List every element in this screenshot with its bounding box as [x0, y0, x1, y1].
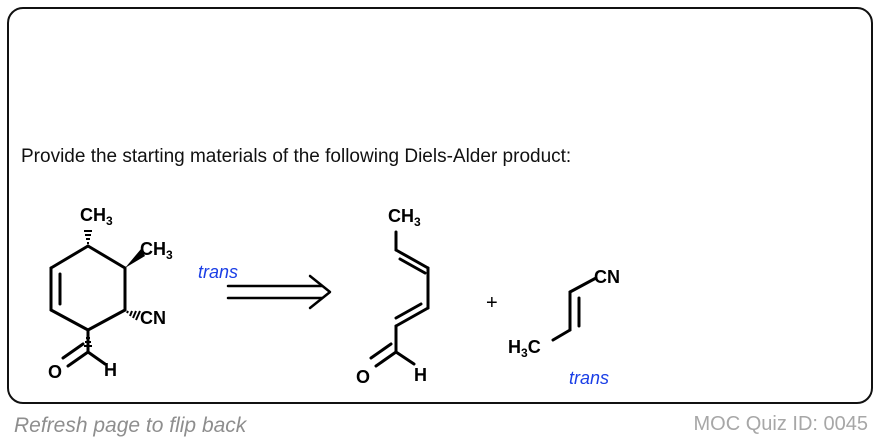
product-bond-cho-o-double [61, 342, 85, 360]
product-hashed-bond-cn [126, 310, 141, 321]
diene-bond-c3-c4-double [394, 302, 423, 320]
product-bond-c1-c2 [49, 244, 90, 270]
product-hashed-bond-ch3-top [84, 230, 92, 244]
diene-bond-c1-c2 [394, 248, 430, 270]
product-cn-label: CN [140, 308, 166, 328]
relation-note-trans: trans [198, 262, 238, 282]
diene-o-label: O [356, 367, 370, 387]
dienophile-note-trans: trans [569, 368, 609, 388]
diene-bond-c3-c4 [394, 306, 430, 328]
diene-bond-c1-c2-double [398, 257, 427, 275]
diene-h-label: H [414, 365, 427, 385]
dienophile-cn-label: CN [594, 267, 620, 287]
product-ch3-right-label: CH3 [140, 239, 173, 262]
product-hashed-bond-cho [84, 333, 92, 347]
dienophile-bond-cn [568, 276, 598, 294]
product-h-label: H [104, 360, 117, 380]
quiz-id: MOC Quiz ID: 0045 [693, 413, 868, 435]
product-o-label: O [48, 362, 62, 382]
diene-bond-cho-o-double [369, 342, 393, 360]
retrosynthesis-arrow [226, 274, 332, 310]
refresh-hint: Refresh page to flip back [14, 414, 247, 437]
product-bond-c3-c4 [49, 308, 90, 332]
product-molecule [49, 244, 127, 368]
diene-bond-cho-o [374, 350, 398, 368]
question-text: Provide the starting materials of the fo… [21, 146, 572, 167]
quiz-card [7, 7, 873, 404]
plus-sign: + [486, 292, 498, 314]
dienophile-molecule [551, 276, 598, 342]
product-bond-cho-h [86, 350, 107, 366]
diene-bond-cho-h [394, 350, 416, 366]
product-bond-c4-c5 [86, 308, 127, 332]
product-wedge-bond-ch3-right [125, 249, 145, 268]
diene-ch3-label: CH3 [388, 206, 421, 229]
dienophile-h3c-label: H3C [508, 337, 541, 360]
product-bond-cho-o [66, 350, 90, 368]
product-ch3-top-label: CH3 [80, 205, 113, 228]
product-bond-c6-c1 [86, 244, 127, 270]
diene-molecule [369, 230, 430, 368]
dienophile-bond-ch3 [551, 328, 572, 342]
